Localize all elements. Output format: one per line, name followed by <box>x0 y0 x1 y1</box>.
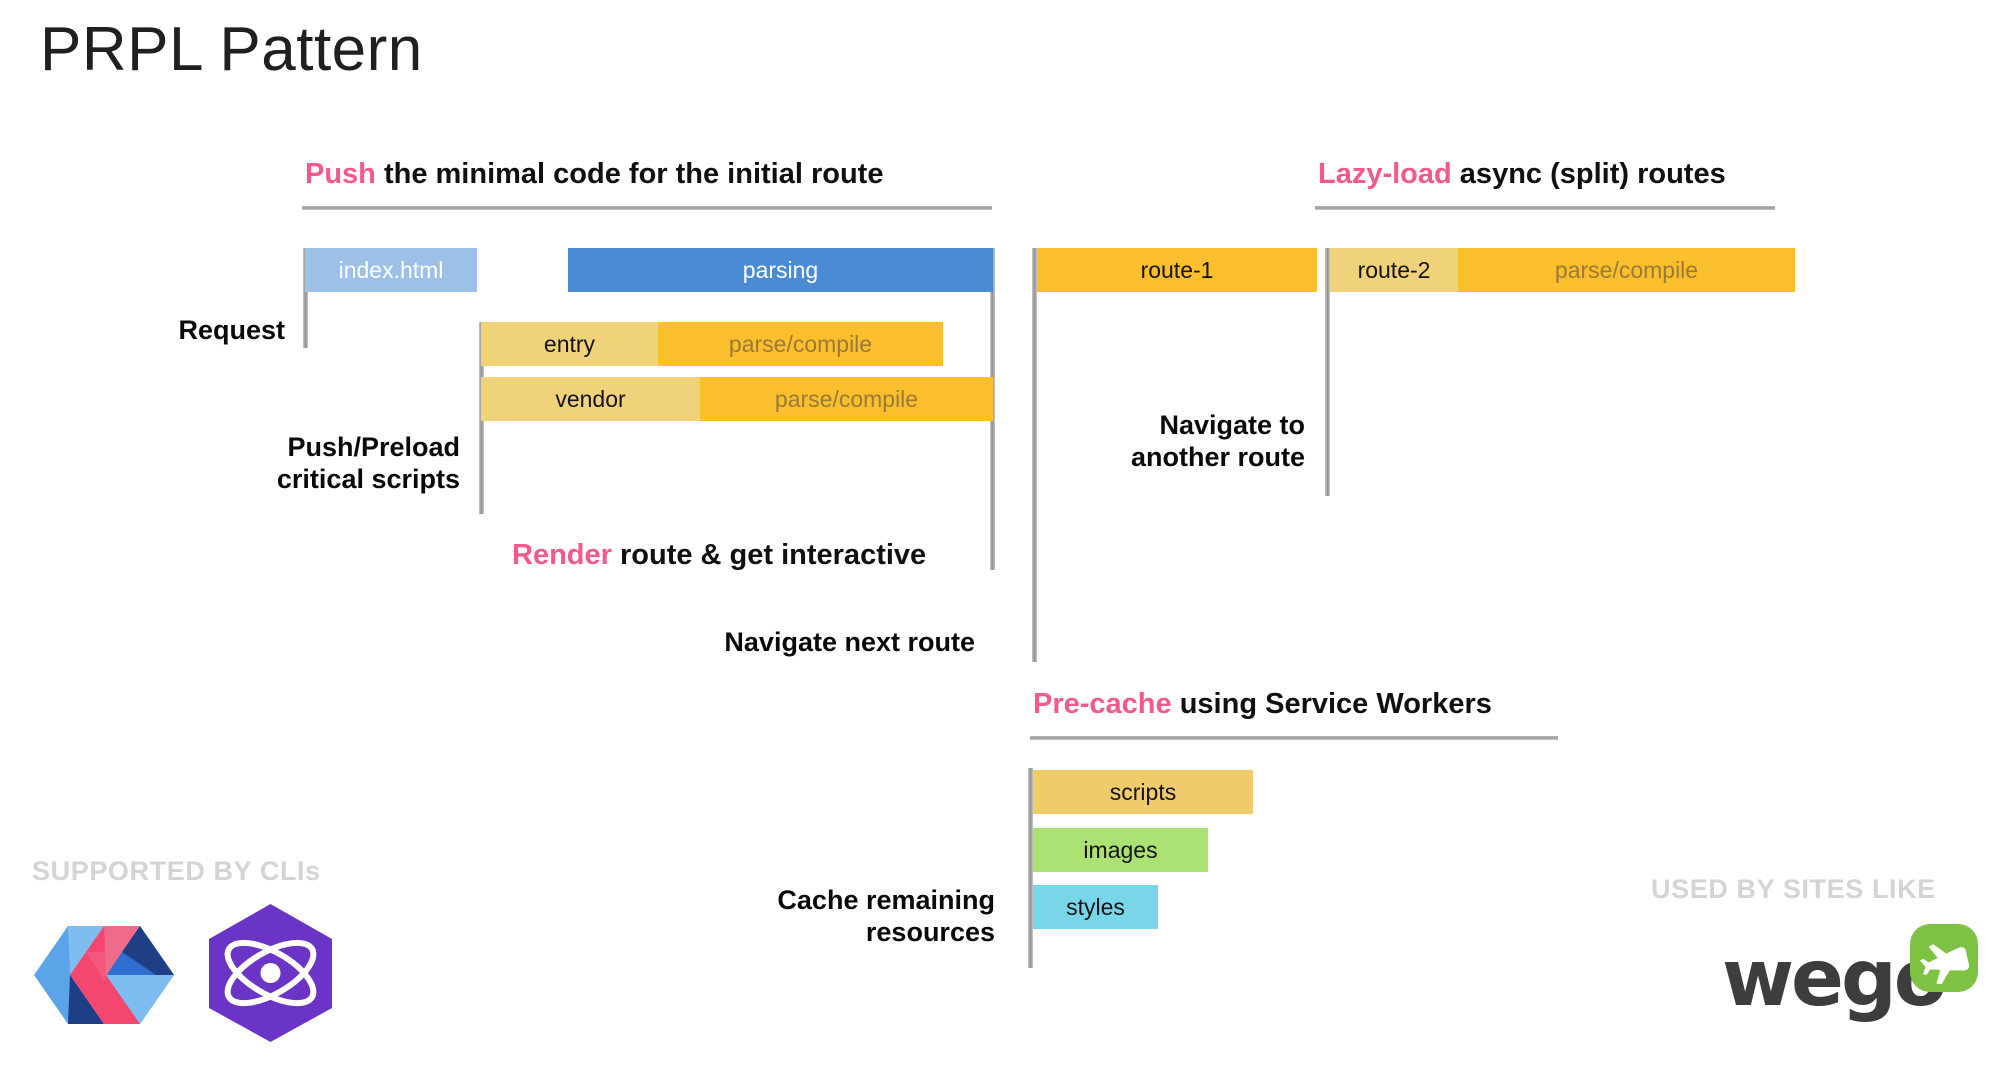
section-rule-push <box>302 206 992 210</box>
footer-caption-used-by: USED BY SITES LIKE <box>1651 874 1936 904</box>
polymer-logo <box>34 910 174 1040</box>
bar-parsing: parsing <box>568 248 993 292</box>
bar-parsing-label: parsing <box>568 248 993 292</box>
bar-route-1-label: route-1 <box>1037 248 1317 292</box>
bar-route-2-name: route-2 <box>1330 248 1458 292</box>
section-heading-render-rest: route & get interactive <box>611 539 927 571</box>
wego-plane-icon <box>1908 922 1980 994</box>
footer-caption-supported-by: SUPPORTED BY CLIs <box>32 856 321 886</box>
bar-vendor: vendor parse/compile <box>481 377 993 421</box>
bar-index-html-label: index.html <box>305 248 477 292</box>
row-label-cache-remaining: Cache remaining resources <box>777 885 995 947</box>
bar-cache-styles: styles <box>1033 885 1158 929</box>
section-heading-lazy-rest: async (split) routes <box>1451 158 1726 190</box>
section-rule-lazy <box>1315 206 1775 210</box>
row-label-navigate-next: Navigate next route <box>724 627 975 657</box>
section-heading-precache: Pre-cache using Service Workers <box>1033 690 1492 719</box>
wego-wordmark: wego <box>1722 934 1947 1024</box>
bar-cache-styles-label: styles <box>1033 885 1158 929</box>
row-label-request: Request <box>178 315 285 345</box>
timeline-guide-cache <box>1028 768 1033 968</box>
section-heading-render: Render route & get interactive <box>512 541 926 570</box>
bar-entry: entry parse/compile <box>481 322 943 366</box>
bar-index-html: index.html <box>305 248 477 292</box>
timeline-guide-navigate-another <box>1325 248 1330 496</box>
bar-vendor-name: vendor <box>481 377 700 421</box>
section-heading-lazy-accent: Lazy-load <box>1318 158 1452 190</box>
bar-cache-images-label: images <box>1033 828 1208 872</box>
section-heading-precache-accent: Pre-cache <box>1033 688 1172 720</box>
timeline-guide-navigate-next <box>1032 248 1037 662</box>
bar-cache-images: images <box>1033 828 1208 872</box>
section-rule-precache <box>1030 736 1558 740</box>
bar-route-1: route-1 <box>1037 248 1317 292</box>
preact-logo <box>198 900 343 1045</box>
bar-vendor-phase: parse/compile <box>700 377 993 421</box>
row-label-push-preload: Push/Preload critical scripts <box>276 432 460 494</box>
section-heading-push-rest: the minimal code for the initial route <box>375 158 884 190</box>
section-heading-precache-rest: using Service Workers <box>1171 688 1492 720</box>
bar-cache-scripts-label: scripts <box>1033 770 1253 814</box>
bar-entry-name: entry <box>481 322 658 366</box>
section-heading-push-accent: Push <box>305 158 376 190</box>
page-title: PRPL Pattern <box>40 15 423 84</box>
section-heading-lazy: Lazy-load async (split) routes <box>1318 160 1726 189</box>
bar-cache-scripts: scripts <box>1033 770 1253 814</box>
bar-entry-phase: parse/compile <box>658 322 943 366</box>
timeline-guide-request <box>303 248 308 348</box>
section-heading-render-accent: Render <box>512 539 612 571</box>
bar-route-2-phase: parse/compile <box>1458 248 1795 292</box>
section-heading-push: Push the minimal code for the initial ro… <box>305 160 883 189</box>
bar-route-2: route-2 parse/compile <box>1330 248 1795 292</box>
row-label-navigate-another: Navigate to another route <box>1130 410 1305 472</box>
